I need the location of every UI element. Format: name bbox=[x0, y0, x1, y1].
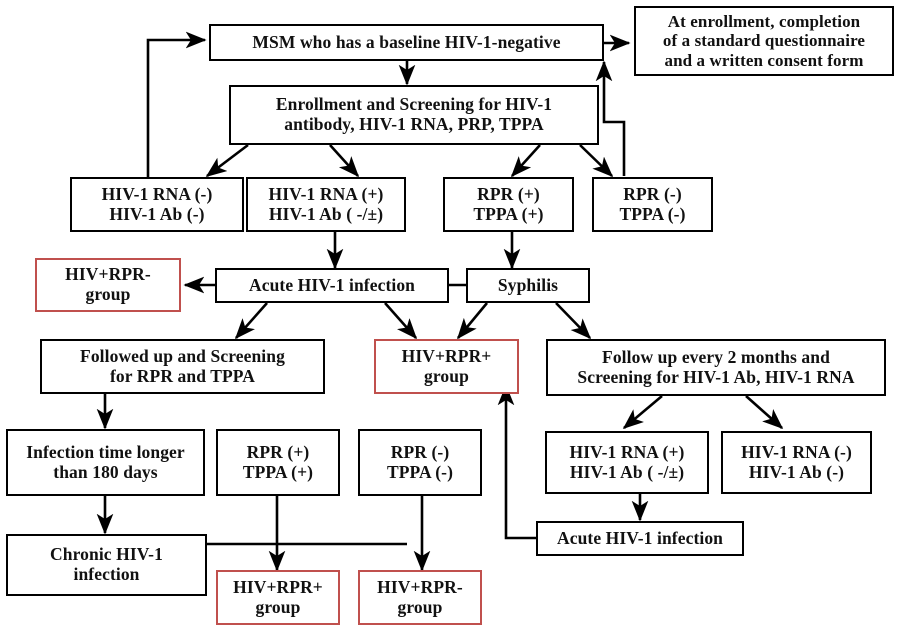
edge-screening-to-rna-pos bbox=[329, 144, 360, 178]
rpr-neg-line-1: RPR (-) bbox=[623, 183, 682, 204]
node-msm[interactable]: MSM who has a baseline HIV-1-negative bbox=[209, 24, 604, 61]
edge-acute-to-hivrprpos-mid bbox=[384, 302, 418, 340]
note-line-2: of a standard questionnaire bbox=[662, 31, 866, 51]
node-rna-neg-ab-neg-2[interactable]: HIV-1 RNA (-) HIV-1 Ab (-) bbox=[721, 431, 872, 494]
chronic-line-2: infection bbox=[73, 564, 140, 584]
node-msm-label: MSM who has a baseline HIV-1-negative bbox=[252, 31, 561, 52]
rna-neg-line-1: HIV-1 RNA (-) bbox=[101, 183, 213, 204]
rna-neg-2-line-1: HIV-1 RNA (-) bbox=[741, 441, 852, 462]
followup-2m-line-1: Follow up every 2 months and bbox=[602, 346, 830, 367]
node-rpr-pos-tppa-pos-2[interactable]: RPR (+) TPPA (+) bbox=[216, 429, 340, 496]
rpr-neg-line-2: TPPA (-) bbox=[619, 203, 686, 224]
chronic-line-1: Chronic HIV-1 bbox=[50, 544, 163, 565]
infection180-line-2: than 180 days bbox=[53, 461, 158, 482]
edge-followup2m-to-rna-neg-2 bbox=[745, 395, 784, 430]
node-screening[interactable]: Enrollment and Screening for HIV-1 antib… bbox=[229, 85, 599, 145]
edge-syphilis-to-hivrprpos-mid bbox=[456, 302, 489, 340]
rpr-pos-2-line-2: TPPA (+) bbox=[242, 461, 314, 482]
node-hiv-rpr-neg-group-top[interactable]: HIV+RPR- group bbox=[35, 258, 181, 312]
rpr-neg-2-line-1: RPR (-) bbox=[390, 441, 450, 462]
hiv-rpr-neg-top-line-2: group bbox=[85, 284, 131, 304]
node-syphilis[interactable]: Syphilis bbox=[466, 268, 590, 303]
rna-pos-2-line-1: HIV-1 RNA (+) bbox=[569, 441, 685, 462]
note-line-3: and a written consent form bbox=[664, 50, 864, 70]
node-followup-2months[interactable]: Follow up every 2 months and Screening f… bbox=[546, 339, 886, 396]
node-rna-pos-ab-eq[interactable]: HIV-1 RNA (+) HIV-1 Ab ( -/±) bbox=[246, 177, 406, 232]
node-hiv-rpr-neg-group-bottom[interactable]: HIV+RPR- group bbox=[358, 570, 482, 625]
edge-acute-to-followup-rpr bbox=[234, 302, 268, 340]
screening-line-2: antibody, HIV-1 RNA, PRP, TPPA bbox=[284, 114, 544, 134]
hiv-rpr-neg-bottom-line-2: group bbox=[397, 596, 443, 617]
node-enrollment-note[interactable]: At enrollment, completion of a standard … bbox=[634, 6, 894, 76]
hiv-rpr-pos-mid-line-2: group bbox=[424, 365, 469, 386]
node-infection-180[interactable]: Infection time longer than 180 days bbox=[6, 429, 205, 496]
node-rna-neg-ab-neg[interactable]: HIV-1 RNA (-) HIV-1 Ab (-) bbox=[70, 177, 244, 232]
hiv-rpr-pos-mid-line-1: HIV+RPR+ bbox=[401, 345, 492, 366]
hiv-rpr-neg-top-line-1: HIV+RPR- bbox=[65, 264, 151, 285]
followup-2m-line-2: Screening for HIV-1 Ab, HIV-1 RNA bbox=[577, 366, 855, 387]
edge-followup2m-to-rna-pos-2 bbox=[622, 395, 663, 430]
rna-pos-line-2: HIV-1 Ab ( -/±) bbox=[268, 203, 384, 224]
hiv-rpr-pos-bottom-line-2: group bbox=[255, 596, 301, 617]
rpr-pos-line-1: RPR (+) bbox=[477, 183, 540, 204]
edge-rpr-neg-feedback-to-msm bbox=[595, 60, 626, 176]
edge-screening-to-rna-neg bbox=[205, 143, 249, 178]
syphilis-label: Syphilis bbox=[497, 274, 559, 295]
node-hiv-rpr-pos-group-bottom[interactable]: HIV+RPR+ group bbox=[216, 570, 340, 625]
rpr-pos-line-2: TPPA (+) bbox=[473, 203, 544, 224]
node-rpr-pos-tppa-pos[interactable]: RPR (+) TPPA (+) bbox=[443, 177, 574, 232]
edge-screening-to-rpr-pos bbox=[510, 144, 541, 178]
node-rna-pos-ab-eq-2[interactable]: HIV-1 RNA (+) HIV-1 Ab ( -/±) bbox=[545, 431, 709, 494]
followup-rpr-line-2: for RPR and TPPA bbox=[109, 365, 255, 386]
edge-rna-neg-feedback-to-msm bbox=[146, 31, 207, 178]
node-chronic-hiv[interactable]: Chronic HIV-1 infection bbox=[6, 534, 207, 596]
acute-hiv-top-label: Acute HIV-1 infection bbox=[248, 274, 416, 295]
rna-pos-line-1: HIV-1 RNA (+) bbox=[268, 183, 384, 204]
node-followup-rpr-tppa[interactable]: Followed up and Screening for RPR and TP… bbox=[40, 339, 325, 394]
rna-neg-2-line-2: HIV-1 Ab (-) bbox=[748, 461, 845, 482]
rpr-pos-2-line-1: RPR (+) bbox=[246, 441, 310, 462]
node-hiv-rpr-pos-group-mid[interactable]: HIV+RPR+ group bbox=[374, 339, 519, 394]
node-rpr-neg-tppa-neg-2[interactable]: RPR (-) TPPA (-) bbox=[358, 429, 482, 496]
rpr-neg-2-line-2: TPPA (-) bbox=[386, 461, 454, 482]
followup-rpr-line-1: Followed up and Screening bbox=[80, 345, 285, 366]
acute-hiv-bottom-label: Acute HIV-1 infection bbox=[556, 527, 724, 548]
screening-line-1: Enrollment and Screening for HIV-1 bbox=[275, 94, 553, 115]
node-acute-hiv-top[interactable]: Acute HIV-1 infection bbox=[215, 268, 449, 303]
node-rpr-neg-tppa-neg[interactable]: RPR (-) TPPA (-) bbox=[592, 177, 713, 232]
hiv-rpr-neg-bottom-line-1: HIV+RPR- bbox=[377, 576, 463, 597]
hiv-rpr-pos-bottom-line-1: HIV+RPR+ bbox=[233, 576, 323, 597]
edge-acute-bottom-to-hivrprpos-mid bbox=[497, 384, 536, 540]
note-line-1: At enrollment, completion bbox=[667, 12, 861, 32]
infection180-line-1: Infection time longer bbox=[26, 441, 185, 462]
edge-screening-to-rpr-neg bbox=[579, 144, 614, 178]
rna-pos-2-line-2: HIV-1 Ab ( -/±) bbox=[569, 461, 685, 482]
rna-neg-line-2: HIV-1 Ab (-) bbox=[109, 203, 205, 224]
edge-syphilis-to-followup2m bbox=[555, 302, 592, 340]
node-acute-hiv-bottom[interactable]: Acute HIV-1 infection bbox=[536, 521, 744, 556]
